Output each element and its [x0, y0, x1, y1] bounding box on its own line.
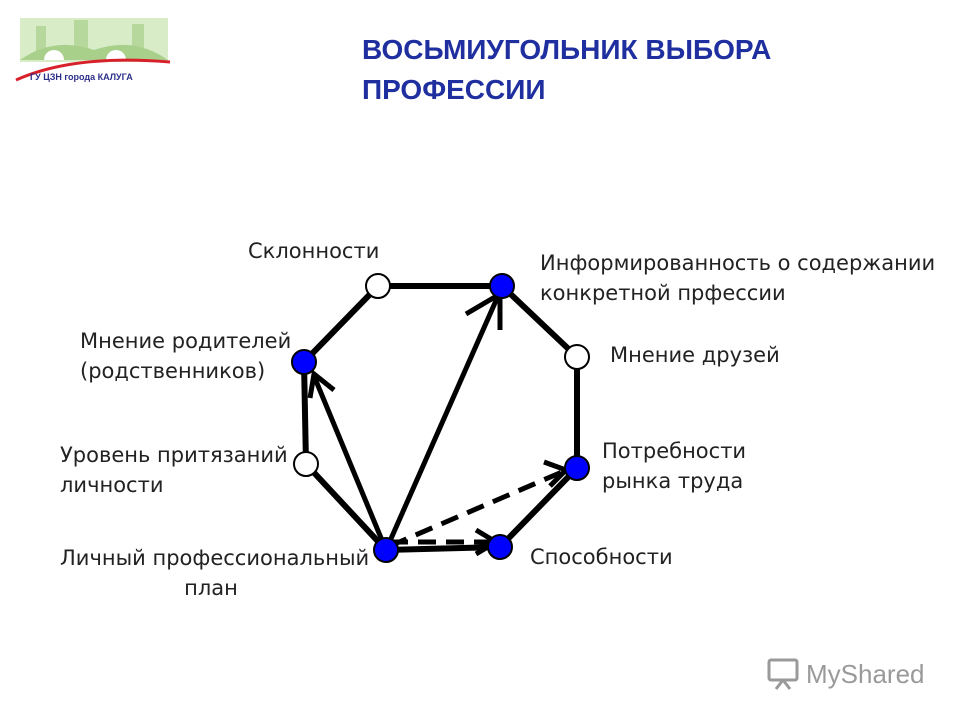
- label-uroven-line2: личности: [60, 473, 164, 497]
- arrow-to-parents: [311, 375, 389, 551]
- title-line-1: ВОСЬМИУГОЛЬНИК ВЫБОРА: [362, 34, 772, 65]
- label-mnenie-roditeley-line2: (родственников): [80, 359, 266, 383]
- node-lichny-plan: [373, 537, 399, 563]
- node-mnenie-roditeley: [291, 349, 317, 375]
- node-sposobnosti: [487, 534, 513, 560]
- label-mnenie-roditeley: Мнение родителей (родственников): [80, 326, 291, 386]
- label-uroven-line1: Уровень притязаний: [60, 443, 288, 467]
- node-informirovannost: [489, 273, 515, 299]
- label-informirovannost-line1: Информированность о содержании: [540, 251, 936, 275]
- label-potrebnosti-line1: Потребности: [602, 439, 747, 463]
- label-sposobnosti: Способности: [530, 545, 673, 569]
- watermark: MyShared: [766, 654, 936, 694]
- label-potrebnosti-line2: рынка труда: [602, 469, 744, 493]
- octagon-outline: [300, 283, 580, 554]
- title-line-2: ПРОФЕССИИ: [362, 74, 546, 105]
- arrowhead-parents: [307, 369, 336, 399]
- watermark-text: MyShared: [806, 658, 925, 689]
- logo-caption: ГУ ЦЗН города КАЛУГА: [30, 72, 133, 82]
- node-potrebnosti: [564, 455, 590, 481]
- label-potrebnosti: Потребности рынка труда: [602, 436, 746, 496]
- label-sklonnosti: Склонности: [248, 239, 380, 263]
- label-lichny-plan: Личный профессиональный план: [60, 543, 370, 603]
- label-mnenie-druzey: Мнение друзей: [610, 343, 780, 367]
- label-mnenie-roditeley-line1: Мнение родителей: [80, 329, 292, 353]
- label-lichny-plan-line2: план: [184, 576, 238, 600]
- label-informirovannost: Информированность о содержании конкретно…: [540, 248, 935, 308]
- label-informirovannost-line2: конкретной прфессии: [540, 281, 786, 305]
- projector-icon: [767, 658, 799, 690]
- node-mnenie-druzey: [564, 344, 590, 370]
- node-uroven: [293, 451, 319, 477]
- arrow-to-information: [383, 294, 501, 552]
- label-uroven: Уровень притязаний личности: [60, 440, 288, 500]
- dashed-arrow-to-market: [389, 469, 563, 549]
- logo-image: [15, 18, 171, 82]
- label-lichny-plan-line1: Личный профессиональный: [60, 546, 370, 570]
- page-title: ВОСЬМИУГОЛЬНИК ВЫБОРА ПРОФЕССИИ: [362, 30, 882, 110]
- node-sklonnosti: [365, 273, 391, 299]
